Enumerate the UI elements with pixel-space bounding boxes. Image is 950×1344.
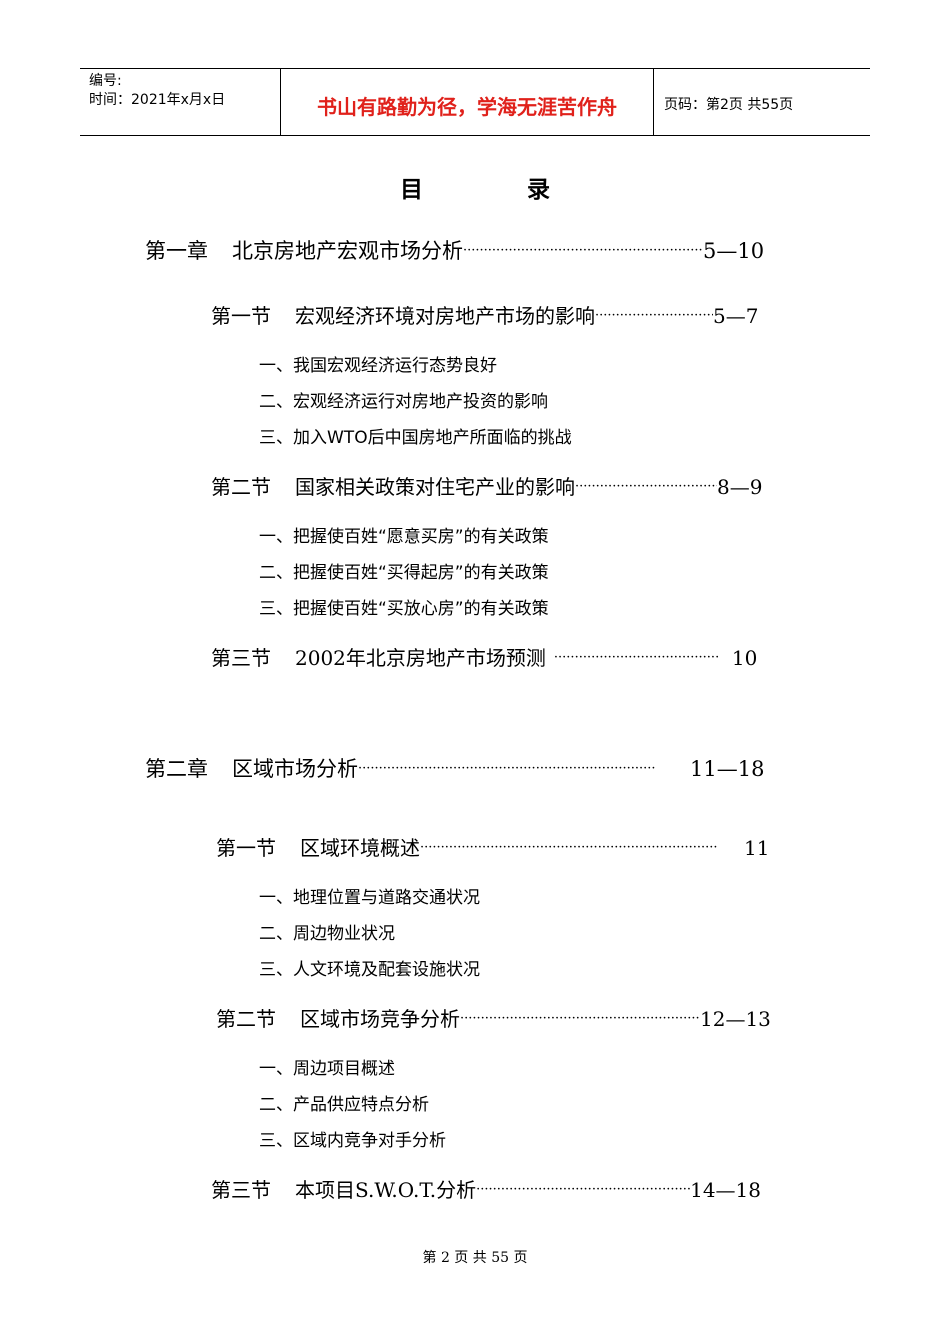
toc-item[interactable]: 一、把握使百姓“愿意买房”的有关政策 xyxy=(259,527,549,547)
section-title: 区域市场竞争分析 xyxy=(300,1007,460,1031)
chapter-title: 区域市场分析 xyxy=(232,757,358,781)
toc-item[interactable]: 二、周边物业状况 xyxy=(259,924,395,944)
section-label: 第二节 xyxy=(216,1007,276,1031)
header-meta-cell: 编号: 时间：2021年x月x日 xyxy=(80,69,281,135)
header-page-cell: 页码：第2页 共55页 xyxy=(654,69,870,135)
toc-title: 目 录 xyxy=(399,177,598,203)
leader-dots: ········································… xyxy=(595,308,713,323)
leader-dots: ········································… xyxy=(575,479,717,494)
toc-item[interactable]: 一、周边项目概述 xyxy=(259,1059,395,1079)
section-title: 区域环境概述 xyxy=(300,836,420,860)
toc-item[interactable]: 三、人文环境及配套设施状况 xyxy=(259,960,480,980)
section-pages: 12—13 xyxy=(700,1007,771,1031)
leader-dots: ········································… xyxy=(420,840,718,855)
toc-item[interactable]: 一、我国宏观经济运行态势良好 xyxy=(259,356,497,376)
section-label: 第三节 xyxy=(211,1178,271,1202)
toc-chapter-1[interactable]: 第一章 北京房地产宏观市场分析 ························… xyxy=(145,235,764,265)
toc-item[interactable]: 二、宏观经济运行对房地产投资的影响 xyxy=(259,392,548,412)
date-line: 时间：2021年x月x日 xyxy=(89,92,226,108)
chapter-pages: 11—18 xyxy=(690,757,765,781)
toc-item[interactable]: 二、把握使百姓“买得起房”的有关政策 xyxy=(259,563,549,583)
toc-item[interactable]: 三、区域内竞争对手分析 xyxy=(259,1131,446,1151)
toc-section-1-3[interactable]: 第三节 2002年北京房地产市场预测 ·····················… xyxy=(211,642,757,671)
section-label: 第一节 xyxy=(211,304,271,328)
chapter-title: 北京房地产宏观市场分析 xyxy=(232,239,463,263)
section-label: 第一节 xyxy=(216,836,276,860)
toc-section-1-1[interactable]: 第一节 宏观经济环境对房地产市场的影响 ····················… xyxy=(211,300,758,329)
toc-item[interactable]: 二、产品供应特点分析 xyxy=(259,1095,429,1115)
toc-item[interactable]: 一、地理位置与道路交通状况 xyxy=(259,888,480,908)
section-title: 国家相关政策对住宅产业的影响 xyxy=(295,475,575,499)
page-footer: 第 2 页 共 55 页 xyxy=(422,1250,528,1266)
serial-label: 编号: xyxy=(89,73,122,89)
section-label: 第三节 xyxy=(211,646,271,670)
chapter-label: 第一章 xyxy=(145,239,208,263)
section-pages: 11 xyxy=(744,836,770,860)
section-pages: 14—18 xyxy=(690,1178,762,1202)
section-pages: 5—7 xyxy=(713,304,759,328)
section-title: 2002年北京房地产市场预测 xyxy=(295,646,546,670)
section-title: 本项目S.W.O.T.分析 xyxy=(295,1178,477,1202)
leader-dots: ········································… xyxy=(476,1182,690,1197)
chapter-pages: 5—10 xyxy=(703,239,765,263)
leader-dots: ········································… xyxy=(463,243,703,258)
toc-section-2-3[interactable]: 第三节 本项目S.W.O.T.分析 ······················… xyxy=(211,1174,761,1203)
section-label: 第二节 xyxy=(211,475,271,499)
section-pages: 10 xyxy=(731,646,758,670)
leader-dots: ········································… xyxy=(553,650,720,665)
section-title: 宏观经济环境对房地产市场的影响 xyxy=(295,304,595,328)
toc-section-2-1[interactable]: 第一节 区域环境概述 ·····························… xyxy=(216,832,769,861)
toc-item[interactable]: 三、加入WTO后中国房地产所面临的挑战 xyxy=(259,428,572,448)
leader-dots: ········································… xyxy=(358,761,656,776)
page-info: 页码：第2页 共55页 xyxy=(664,97,794,113)
chapter-label: 第二章 xyxy=(145,757,208,781)
toc-chapter-2[interactable]: 第二章 区域市场分析 ·····························… xyxy=(145,753,764,783)
motto-text: 书山有路勤为径，学海无涯苦作舟 xyxy=(317,95,617,119)
page-header: 编号: 时间：2021年x月x日 书山有路勤为径，学海无涯苦作舟 页码：第2页 … xyxy=(80,68,870,136)
section-pages: 8—9 xyxy=(717,475,763,499)
toc-item[interactable]: 三、把握使百姓“买放心房”的有关政策 xyxy=(259,599,549,619)
toc-section-1-2[interactable]: 第二节 国家相关政策对住宅产业的影响 ·····················… xyxy=(211,471,762,500)
header-motto-cell: 书山有路勤为径，学海无涯苦作舟 xyxy=(281,69,654,135)
leader-dots: ········································… xyxy=(460,1011,700,1026)
toc-section-2-2[interactable]: 第二节 区域市场竞争分析 ···························… xyxy=(216,1003,771,1032)
